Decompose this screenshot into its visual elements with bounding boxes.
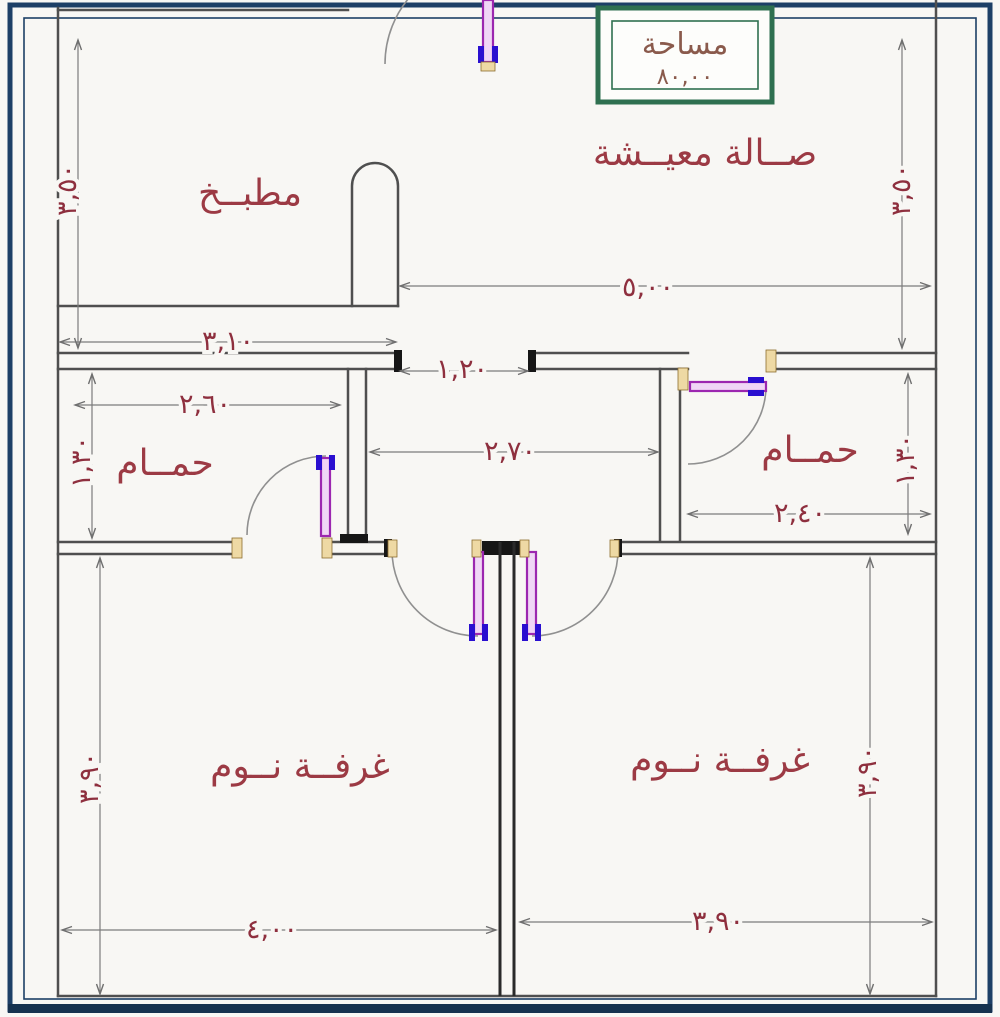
dim-top-left-height: ٣,٥٠ (52, 164, 83, 216)
inner-border (23, 17, 977, 1000)
area-title-box: مساحة ٨٠,٠٠ (595, 5, 775, 105)
doors (231, 0, 777, 641)
dim-bath-right-height: ١,٣٠ (890, 434, 921, 486)
door-leaf (319, 456, 332, 538)
door-frame (519, 539, 530, 558)
living-room-label: صــالة معيــشة (593, 133, 817, 174)
wall-hall-west (346, 367, 368, 542)
door-hinge-icon (522, 624, 528, 641)
bath-left-label: حمــام (116, 443, 213, 484)
wall-lower-2 (328, 540, 394, 556)
door-frame (471, 539, 482, 558)
kitchen-label: مطبــخ (198, 173, 302, 214)
door-frame (231, 537, 243, 559)
bath-right-label: حمــام (761, 430, 858, 471)
dim-bed-left-width: ٤,٠٠ (246, 914, 298, 945)
bed-left-door (387, 539, 488, 641)
door-swing-arc (384, 0, 409, 65)
wall-bedroom-divider (498, 542, 516, 996)
wall-middle-center (530, 351, 690, 371)
bed-left-label: غرفــة نــوم (210, 746, 390, 787)
dim-bed-right-width: ٣,٩٠ (692, 906, 744, 937)
door-hinge-icon (316, 455, 322, 470)
door-frame (765, 349, 777, 373)
dim-living-width: ٥,٠٠ (622, 272, 674, 303)
wall-hall-east (658, 367, 682, 542)
dim-bed-right-height: ٣,٩٠ (852, 746, 883, 798)
dim-hall-width: ٢,٧٠ (484, 436, 536, 467)
dimension-lines (60, 40, 932, 994)
area-box-value: ٨٠,٠٠ (657, 64, 714, 90)
wall-stub-center (482, 541, 524, 555)
door-hinge-icon (492, 46, 498, 63)
dim-entry-width: ١,٢٠ (436, 354, 488, 385)
door-hinge-icon (535, 624, 541, 641)
door-swing-arc (687, 385, 767, 465)
wall-cap (528, 350, 536, 372)
door-frame (677, 367, 689, 391)
wall-cap (394, 350, 402, 372)
door-hinge-icon (482, 624, 488, 641)
door-hinge-icon (748, 390, 764, 396)
dim-bath-left-height: ١,٣٠ (66, 436, 97, 488)
wall-lower-3 (616, 540, 938, 556)
wall-cap (340, 534, 368, 543)
bath-left-door (231, 455, 335, 559)
door-hinge-icon (469, 624, 475, 641)
bed-right-label: غرفــة نــوم (630, 740, 810, 781)
bottom-border-band (8, 1004, 992, 1013)
door-frame (321, 537, 333, 559)
door-swing-arc (246, 455, 327, 536)
dim-bed-left-height: ٣,٩٠ (74, 752, 105, 804)
door-hinge-icon (748, 377, 764, 383)
walls (56, 0, 938, 998)
page-border (7, 2, 993, 1013)
door-hinge-icon (329, 455, 335, 470)
dim-bath-left-width: ٢,٦٠ (179, 389, 231, 420)
wall-middle-right (766, 351, 938, 371)
door-leaf (525, 550, 538, 636)
dimension-labels: ٥,٠٠ ٣,١٠ ١,٢٠ ٢,٦٠ ٢,٧٠ ٢,٤٠ ٤,٠٠ ٣,٩٠ … (48, 160, 925, 949)
door-leaf (481, 0, 495, 64)
bed-right-door (519, 539, 620, 641)
area-box-inner (611, 20, 759, 90)
door-frame (609, 539, 620, 558)
wall-lower-1 (56, 540, 240, 556)
bath-right-door (677, 349, 777, 465)
door-hinge-icon (478, 46, 484, 63)
door-leaf (688, 380, 768, 393)
door-frame (480, 61, 496, 72)
dim-kitchen-width: ٣,١٠ (202, 326, 254, 357)
door-swing-arc (391, 549, 479, 637)
dim-bath-right-width: ٢,٤٠ (774, 498, 826, 529)
area-box-label: مساحة (642, 27, 729, 62)
door-swing-arc (531, 549, 619, 637)
dim-top-right-height: ٣,٥٠ (886, 164, 917, 216)
door-frame (387, 539, 398, 558)
wall-middle-left (56, 351, 400, 371)
entrance-door (384, 0, 498, 72)
room-labels: مطبــخ صــالة معيــشة حمــام حمــام غرفـ… (116, 133, 858, 787)
wall-kitchen-divider (350, 161, 400, 308)
door-leaf (472, 550, 485, 636)
